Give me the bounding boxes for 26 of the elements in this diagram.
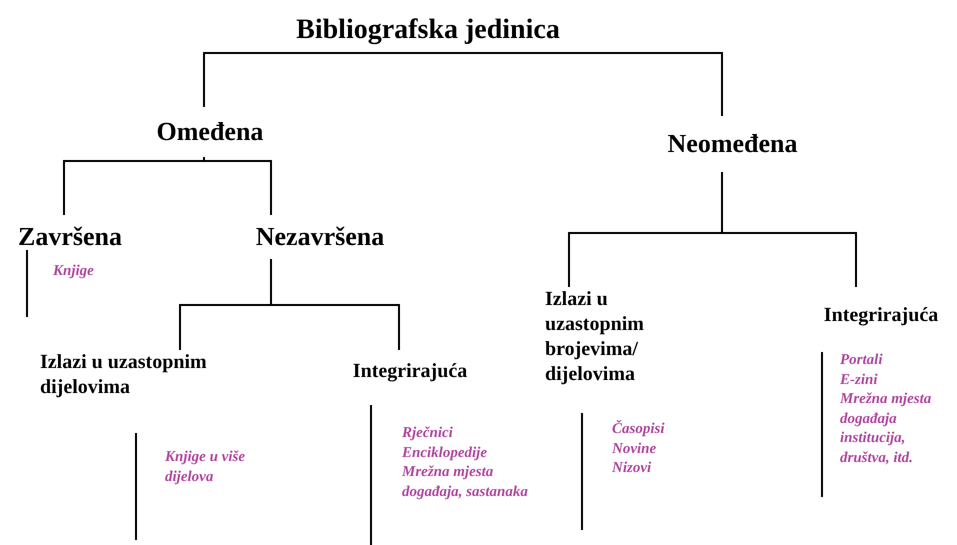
example-text: Enciklopedije xyxy=(402,444,488,462)
category-label: Nezavršena xyxy=(254,220,386,253)
category-label: Bibliografska jedinica xyxy=(295,13,561,47)
example-text: Mrežna mjesta događaja, sastanaka xyxy=(402,463,529,502)
example-text: Knjige xyxy=(53,262,95,281)
connector-line xyxy=(203,157,272,215)
connector-line xyxy=(427,52,723,116)
category-label: Izlazi u uzastopnim brojevima/ dijelovima xyxy=(545,287,645,387)
connector-line xyxy=(270,259,400,350)
example-text: Časopisi xyxy=(612,420,666,439)
example-text: Nizovi xyxy=(612,459,652,478)
category-label: Izlazi u uzastopnim dijelovima xyxy=(40,350,208,400)
category-label: Omeđena xyxy=(156,116,264,148)
example-text: Mrežna mjesta događaja institucija, društva, itd. xyxy=(840,390,932,468)
category-label: Integrirajuća xyxy=(822,302,940,328)
example-text: Novine xyxy=(612,440,658,458)
connector-line xyxy=(63,157,205,215)
category-label: Neomeđena xyxy=(666,128,798,160)
category-label: Završena xyxy=(17,220,123,253)
example-text: Portali xyxy=(840,351,884,370)
connector-line xyxy=(721,172,857,287)
example-text: Rječnici xyxy=(402,424,454,443)
connector-line xyxy=(203,52,429,107)
category-label: Integrirajuća xyxy=(352,358,468,384)
example-text: Knjige u više dijelova xyxy=(165,448,246,486)
example-text: E-zini xyxy=(840,370,879,390)
